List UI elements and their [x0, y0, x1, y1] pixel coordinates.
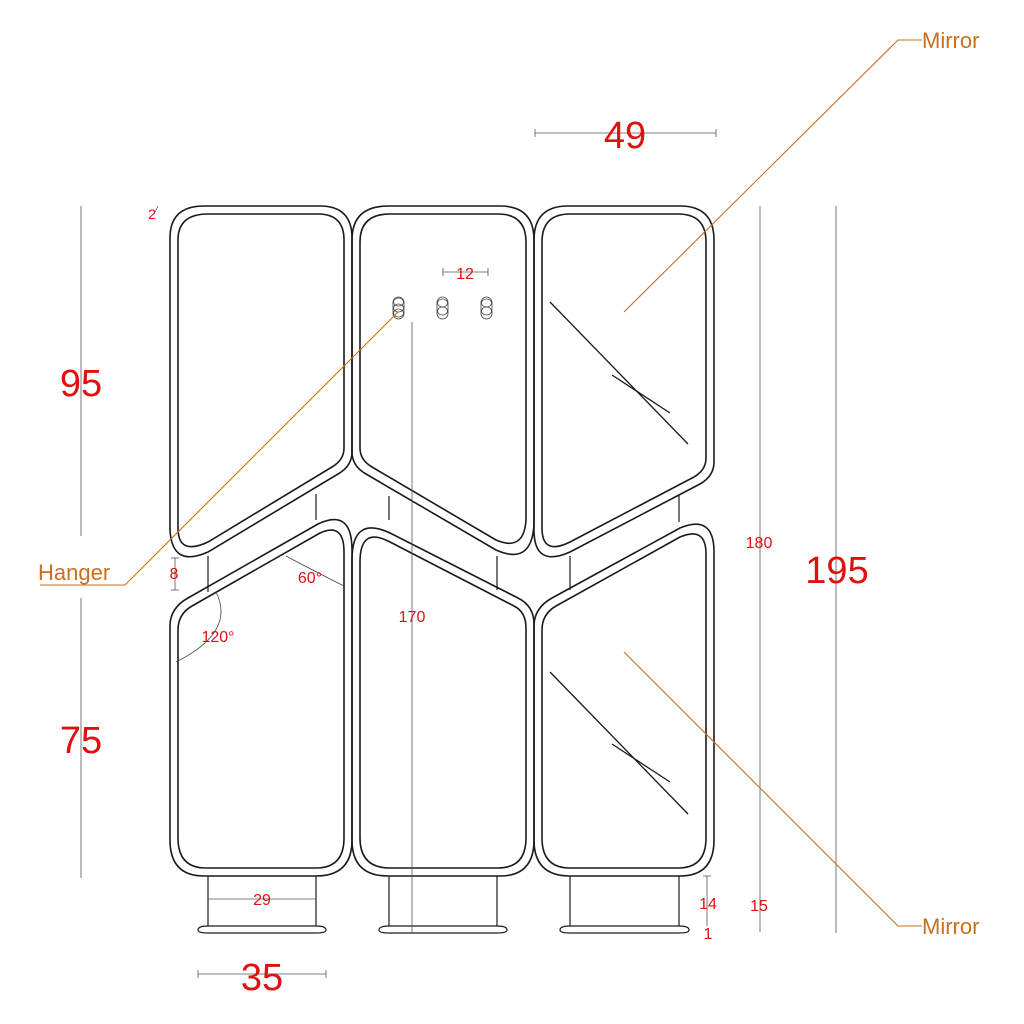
right-column-stem: [569, 494, 680, 590]
angle-upper-label: 60°: [298, 570, 322, 587]
dim-leg-inner: 14: [699, 896, 717, 913]
hook-icon: [436, 296, 449, 320]
labels: Mirror Mirror Hanger 49 95 75 195 35 180…: [38, 28, 979, 999]
left-leg: [207, 876, 317, 926]
dim-corner-offset: 2: [148, 206, 156, 222]
leader-mirror-bottom: [623, 651, 922, 927]
panel-bottom-middle: [351, 527, 535, 877]
mirror-top-reflection-long: [549, 301, 689, 445]
panel-top-middle: [351, 205, 535, 556]
leader-mirror-top: [623, 39, 922, 313]
left-base-plate: [197, 925, 327, 934]
hook-icon: [480, 296, 493, 320]
leader-hanger: [40, 311, 399, 586]
legs: [197, 876, 690, 934]
leaders: [40, 39, 922, 927]
panel-bottom-right: [533, 523, 715, 877]
dim-hook-spacing: 12: [456, 266, 474, 283]
callout-mirror-bottom: Mirror: [922, 914, 979, 939]
dimension-lines: [80, 129, 837, 978]
right-base-plate: [559, 925, 690, 934]
dim-base-width: 35: [241, 957, 283, 999]
angle-lower-label: 120°: [201, 629, 234, 646]
dim-gap: 8: [170, 566, 179, 583]
dim-leg-height: 15: [750, 898, 768, 915]
dim-panel-height: 180: [746, 535, 773, 552]
panel-bottom-left: [169, 518, 353, 877]
callout-mirror-top: Mirror: [922, 28, 979, 53]
dim-bottom-height: 75: [60, 720, 102, 762]
middle-column-stem: [388, 496, 498, 590]
dim-leg-width: 29: [253, 892, 271, 909]
panel-top-right: [533, 205, 715, 558]
right-leg: [569, 876, 680, 926]
dim-total-height: 195: [805, 550, 868, 592]
mirror-bottom-reflection-short: [611, 743, 671, 783]
panels: [169, 205, 715, 877]
mirror-top-reflection-short: [611, 374, 671, 414]
angle-arcs: [175, 555, 345, 663]
dim-top-height: 95: [60, 363, 102, 405]
hook-icon: [392, 296, 405, 320]
mirror-bottom-reflection-long: [549, 671, 689, 815]
middle-leg: [388, 876, 498, 926]
dim-hook-height: 170: [399, 609, 426, 626]
angle-120-arc: [175, 591, 222, 663]
middle-base-plate: [378, 925, 508, 934]
mirror-reflections: [549, 301, 689, 815]
dim-base-thickness: 1: [704, 926, 713, 943]
panel-top-left: [169, 205, 353, 558]
callout-hanger: Hanger: [38, 560, 110, 585]
dim-panel-width: 49: [604, 115, 646, 157]
angle-60-arc: [285, 555, 345, 587]
hangers: [392, 296, 493, 320]
